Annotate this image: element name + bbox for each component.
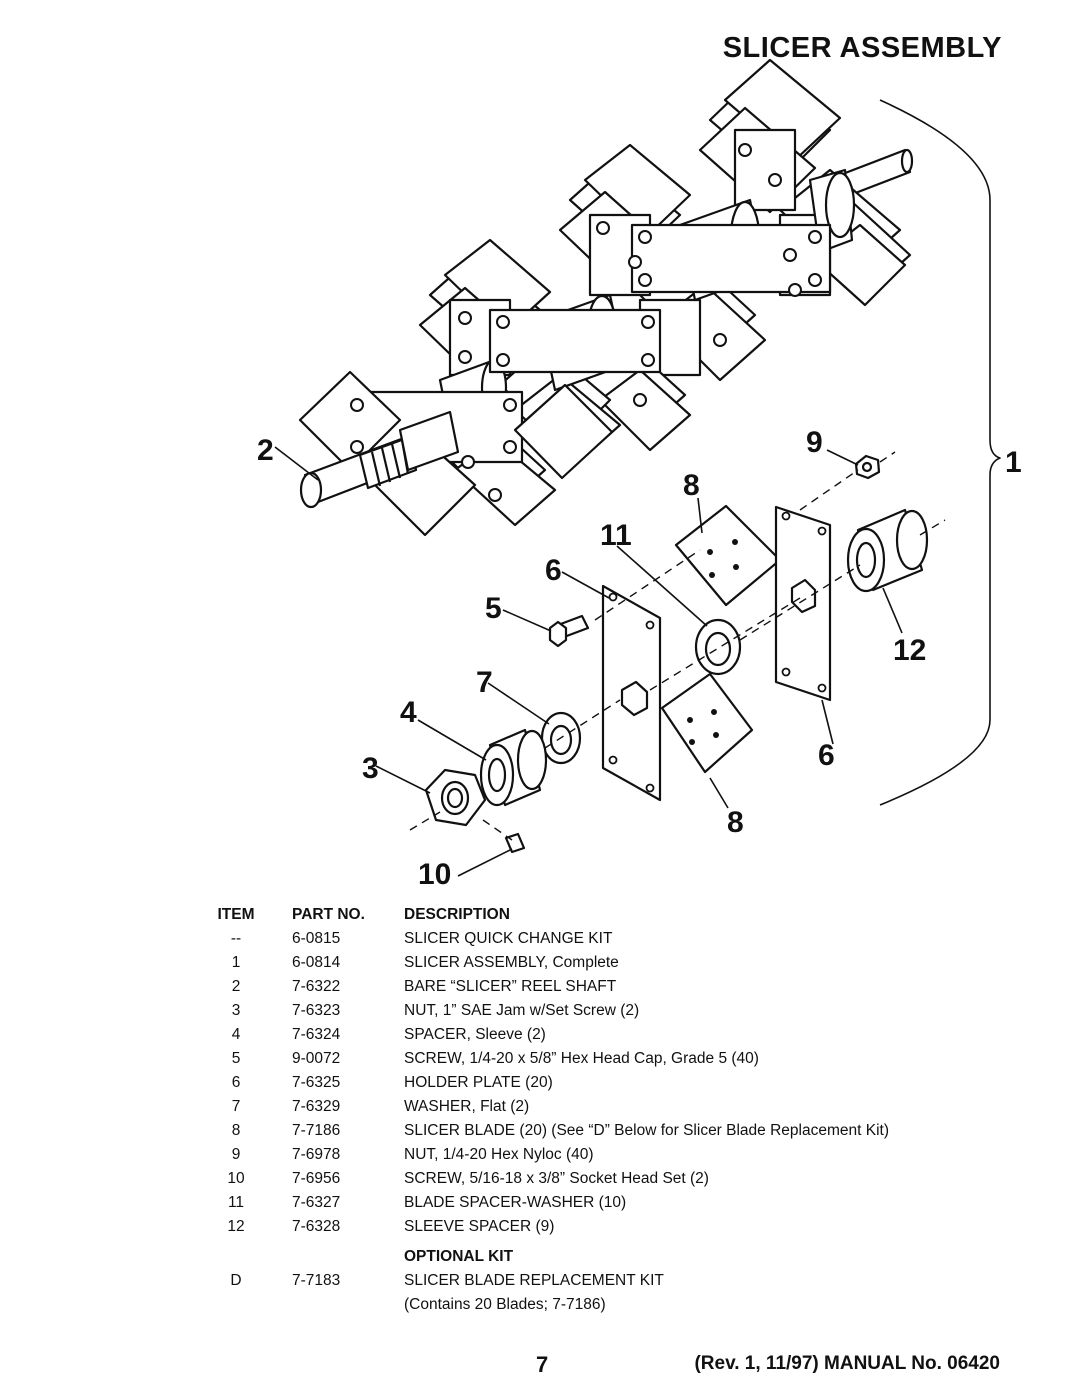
part-number: 9-0072 [292, 1050, 341, 1067]
part-description: BLADE SPACER-WASHER (10) [404, 1194, 627, 1211]
part-description: SLEEVE SPACER (9) [404, 1218, 555, 1235]
part-number: 6-0815 [292, 930, 341, 947]
item-number: D [230, 1272, 242, 1289]
part-number: 7-6323 [292, 1002, 341, 1019]
header-item: ITEM [217, 906, 255, 923]
part-description: SLICER ASSEMBLY, Complete [404, 954, 619, 971]
part-number: 7-6322 [292, 978, 341, 995]
part-number: 7-6327 [292, 1194, 341, 1211]
part-description: SLICER BLADE REPLACEMENT KIT [404, 1272, 664, 1289]
exploded-parts-diagram: 1 2 3 4 5 6 6 7 8 8 9 10 11 12 [257, 58, 1022, 891]
part-number: 7-6956 [292, 1170, 341, 1187]
item-number: 11 [227, 1194, 245, 1211]
callout-8-upper: 8 [683, 469, 700, 502]
slicer-blade-lower [660, 672, 754, 774]
callout-11: 11 [600, 519, 632, 552]
item-number: 2 [231, 978, 241, 995]
part-description: WASHER, Flat (2) [404, 1098, 530, 1115]
part-description: HOLDER PLATE (20) [404, 1074, 553, 1091]
part-description: NUT, 1/4-20 Hex Nyloc (40) [404, 1146, 594, 1163]
callout-4: 4 [400, 696, 417, 729]
item-number: 7 [231, 1098, 241, 1115]
item-number: -- [230, 930, 242, 947]
part-number: 7-6978 [292, 1146, 341, 1163]
item-number: 8 [231, 1122, 241, 1139]
callout-7: 7 [476, 666, 493, 699]
callout-5: 5 [485, 592, 502, 625]
item-number: 4 [231, 1026, 241, 1043]
exploded-parts [409, 451, 946, 854]
part-description: SLICER QUICK CHANGE KIT [404, 930, 613, 947]
leader-lines [274, 99, 1001, 877]
revision-manual-number: (Rev. 1, 11/97) MANUAL No. 06420 [694, 1353, 1000, 1374]
callout-9: 9 [806, 426, 823, 459]
part-number: 7-7186 [292, 1122, 341, 1139]
item-number: 3 [231, 1002, 241, 1019]
part-number: 7-6329 [292, 1098, 341, 1115]
callout-6-lower: 6 [818, 739, 835, 772]
callout-10: 10 [418, 858, 451, 891]
item-number: 9 [231, 1146, 241, 1163]
optional-kit-label: OPTIONAL KIT [404, 1248, 514, 1265]
part-description: NUT, 1” SAE Jam w/Set Screw (2) [404, 1002, 640, 1019]
callout-2: 2 [257, 434, 274, 467]
reel-assembly [298, 58, 914, 537]
part-number: 7-6324 [292, 1026, 341, 1043]
page-number: 7 [536, 1352, 549, 1377]
page-title: SLICER ASSEMBLY [722, 32, 1002, 64]
header-description: DESCRIPTION [404, 906, 510, 923]
item-number: 1 [231, 954, 241, 971]
callout-6-upper: 6 [545, 554, 562, 587]
part-number: 7-6325 [292, 1074, 341, 1091]
part-description: SCREW, 1/4-20 x 5/8” Hex Head Cap, Grade… [404, 1050, 759, 1067]
part-description: SCREW, 5/16-18 x 3/8” Socket Head Set (2… [404, 1170, 709, 1187]
item-number: 12 [227, 1218, 245, 1235]
item-number: 10 [227, 1170, 245, 1187]
item-number: 5 [231, 1050, 241, 1067]
part-description: SPACER, Sleeve (2) [404, 1026, 546, 1043]
callout-1: 1 [1005, 446, 1022, 479]
part-description: BARE “SLICER” REEL SHAFT [404, 978, 617, 995]
callout-8-lower: 8 [727, 806, 744, 839]
part-number: 6-0814 [292, 954, 341, 971]
callout-12: 12 [893, 634, 926, 667]
optional-kit-note: (Contains 20 Blades; 7-7186) [404, 1296, 606, 1313]
part-number: 7-7183 [292, 1272, 341, 1289]
part-number: 7-6328 [292, 1218, 341, 1235]
callout-3: 3 [362, 752, 379, 785]
item-number: 6 [231, 1074, 241, 1091]
header-part-no: PART NO. [292, 906, 365, 923]
part-description: SLICER BLADE (20) (See “D” Below for Sli… [404, 1122, 889, 1139]
